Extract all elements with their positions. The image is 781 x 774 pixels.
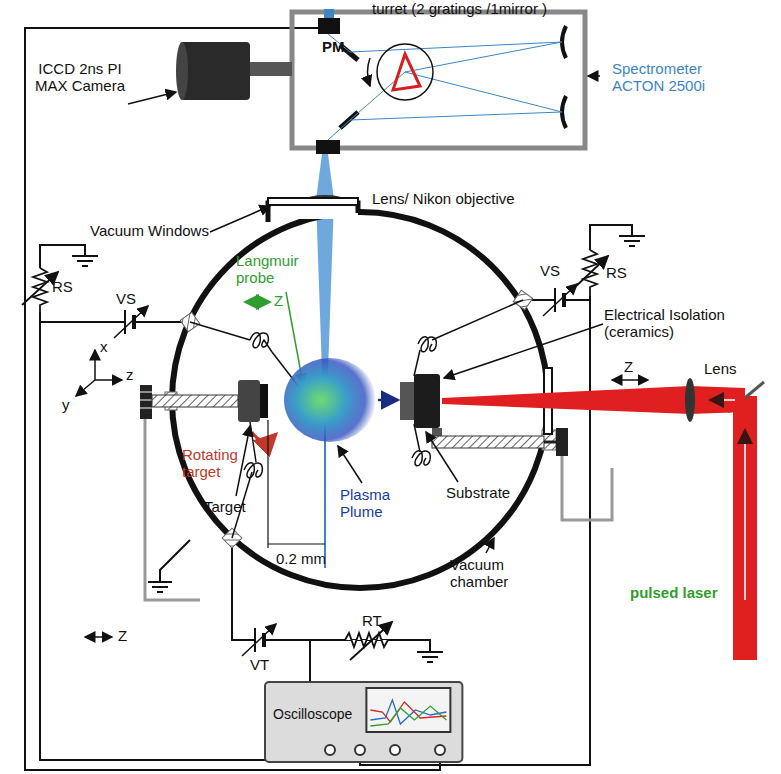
trace: [370, 702, 446, 722]
input-terminal: [390, 745, 400, 755]
resistor-label: RS: [52, 278, 73, 295]
pm-label: PM: [322, 38, 345, 55]
chamber-label: Vacuum chamber: [450, 556, 540, 591]
target-label: Rotating target: [182, 446, 254, 481]
voltage-label: VT: [250, 656, 269, 673]
axis-label: Z: [274, 292, 283, 309]
dimension-label: 0.2 mm: [276, 550, 326, 567]
voltage-label: VS: [116, 290, 136, 307]
node-text: Oscilloscope: [265, 682, 462, 722]
probe-label: Langmuir probe: [236, 252, 316, 287]
spectrometer-label: Spectrometer ACTON 2500i: [612, 60, 722, 95]
axis-label: z: [126, 366, 134, 383]
camera-label: ICCD 2ns PI MAX Camera: [30, 60, 130, 95]
axis-label: Z: [624, 358, 633, 375]
laser-label: pulsed laser: [630, 584, 718, 601]
oscilloscope-screen: [366, 688, 450, 732]
lens-label: Lens/ Nikon objective: [372, 190, 515, 207]
resistor-label: RS: [606, 264, 627, 281]
window-label: Vacuum Windows: [90, 222, 209, 239]
trace: [370, 706, 446, 726]
trace: [370, 700, 446, 724]
input-terminal: [325, 745, 335, 755]
turret-label: turret (2 gratings /1mirror ): [372, 0, 547, 17]
lens-label: Lens: [704, 360, 737, 377]
oscilloscope-box: Oscilloscope: [265, 682, 462, 762]
axis-label: Z: [118, 627, 127, 644]
input-terminal: [435, 745, 445, 755]
axis-label: y: [62, 396, 70, 413]
voltage-label: VS: [540, 262, 560, 279]
target-label: Target: [204, 498, 246, 515]
resistor-label: RT: [362, 612, 382, 629]
input-terminal: [355, 745, 365, 755]
oscilloscope-body: [265, 682, 462, 762]
axis-label: x: [100, 338, 108, 355]
substrate-label: Substrate: [446, 484, 510, 501]
isolation-label: Electrical Isolation (ceramics): [604, 306, 754, 341]
plume-label: Plasma Plume: [340, 486, 410, 521]
